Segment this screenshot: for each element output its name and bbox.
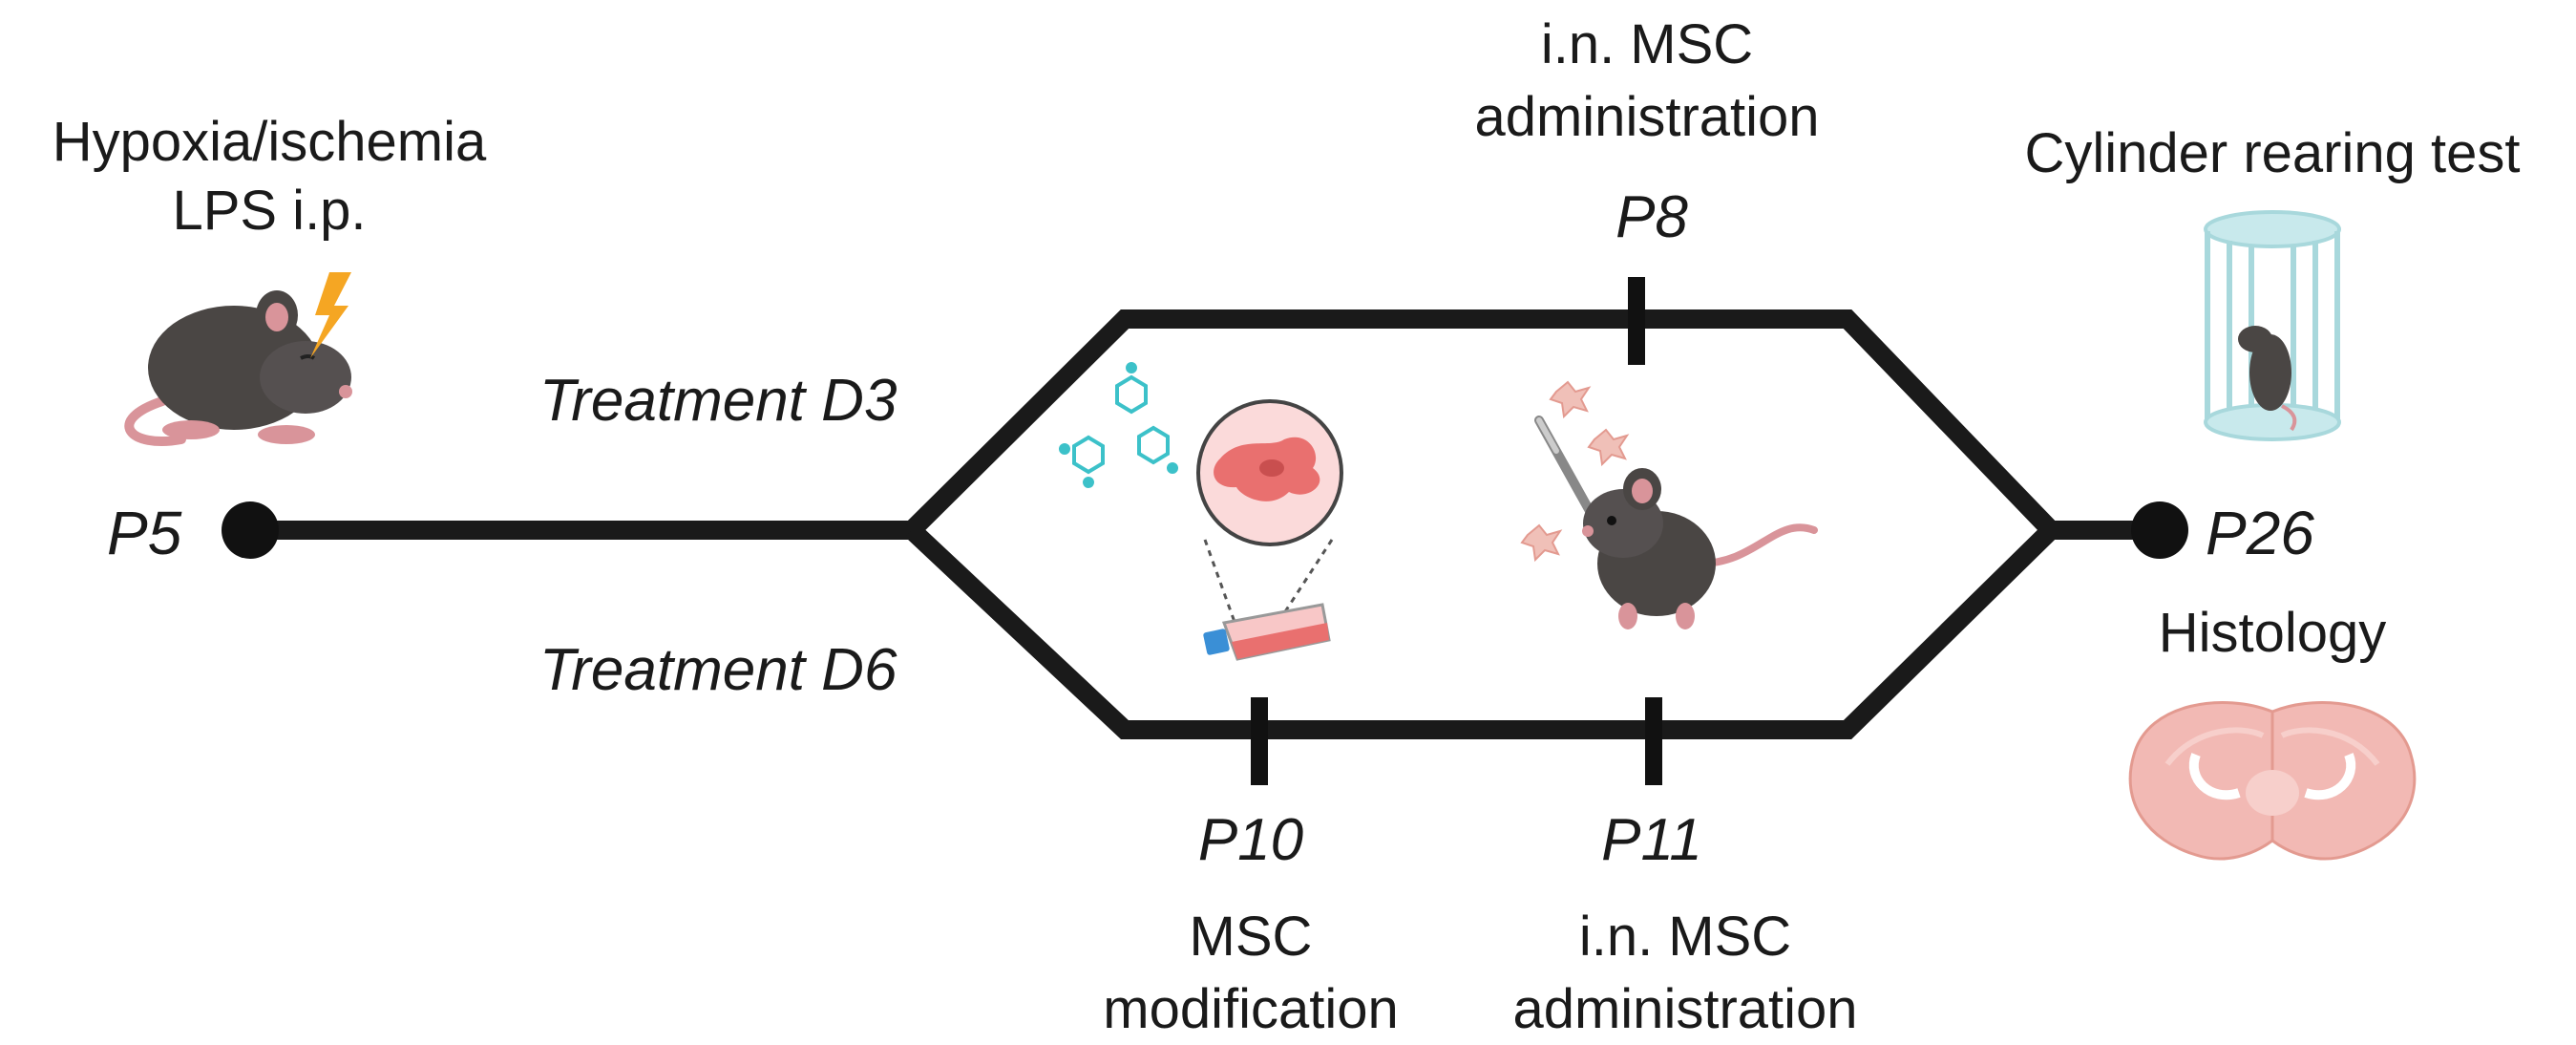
molecule-icon (1059, 362, 1178, 488)
histology-label: Histology (2159, 602, 2387, 664)
msc-mod-line1: MSC (1190, 906, 1313, 968)
start-event-line2: LPS i.p. (172, 180, 366, 242)
p8-label: P8 (1615, 184, 1688, 250)
mouse-icon (1582, 468, 1818, 629)
top-admin-line2: administration (1474, 86, 1819, 148)
scattered-cells (1520, 380, 1630, 563)
timeline-lines (250, 309, 2160, 739)
p10-label: P10 (1198, 807, 1303, 873)
treatment-d6-label: Treatment D6 (539, 637, 897, 703)
bottom-admin-line2: administration (1512, 978, 1857, 1040)
start-event-line1: Hypoxia/ischemia (53, 111, 487, 173)
lightning-icon (310, 272, 351, 358)
stem-cell-icon (1196, 399, 1343, 636)
culture-flask-icon (1203, 603, 1331, 661)
p11-tick (1645, 697, 1662, 785)
p5-label: P5 (107, 499, 182, 567)
bottom-admin-line1: i.n. MSC (1579, 906, 1791, 968)
msc-mod-line2: modification (1103, 978, 1398, 1040)
p26-dot (2131, 501, 2188, 559)
p11-label: P11 (1601, 807, 1702, 873)
top-admin-line1: i.n. MSC (1541, 13, 1753, 75)
cylinder-cage-icon (2204, 210, 2341, 441)
cylinder-test-label: Cylinder rearing test (2025, 122, 2521, 184)
mouse-with-lightning-icon (124, 290, 352, 446)
branch-hexagon (904, 309, 2065, 739)
p8-tick (1628, 277, 1645, 365)
p10-tick (1251, 697, 1268, 785)
pipette-icon (1534, 416, 1594, 516)
p5-dot (222, 501, 279, 559)
p26-label: P26 (2206, 499, 2314, 567)
brain-section-icon (2128, 701, 2417, 861)
treatment-d3-label: Treatment D3 (539, 368, 897, 434)
